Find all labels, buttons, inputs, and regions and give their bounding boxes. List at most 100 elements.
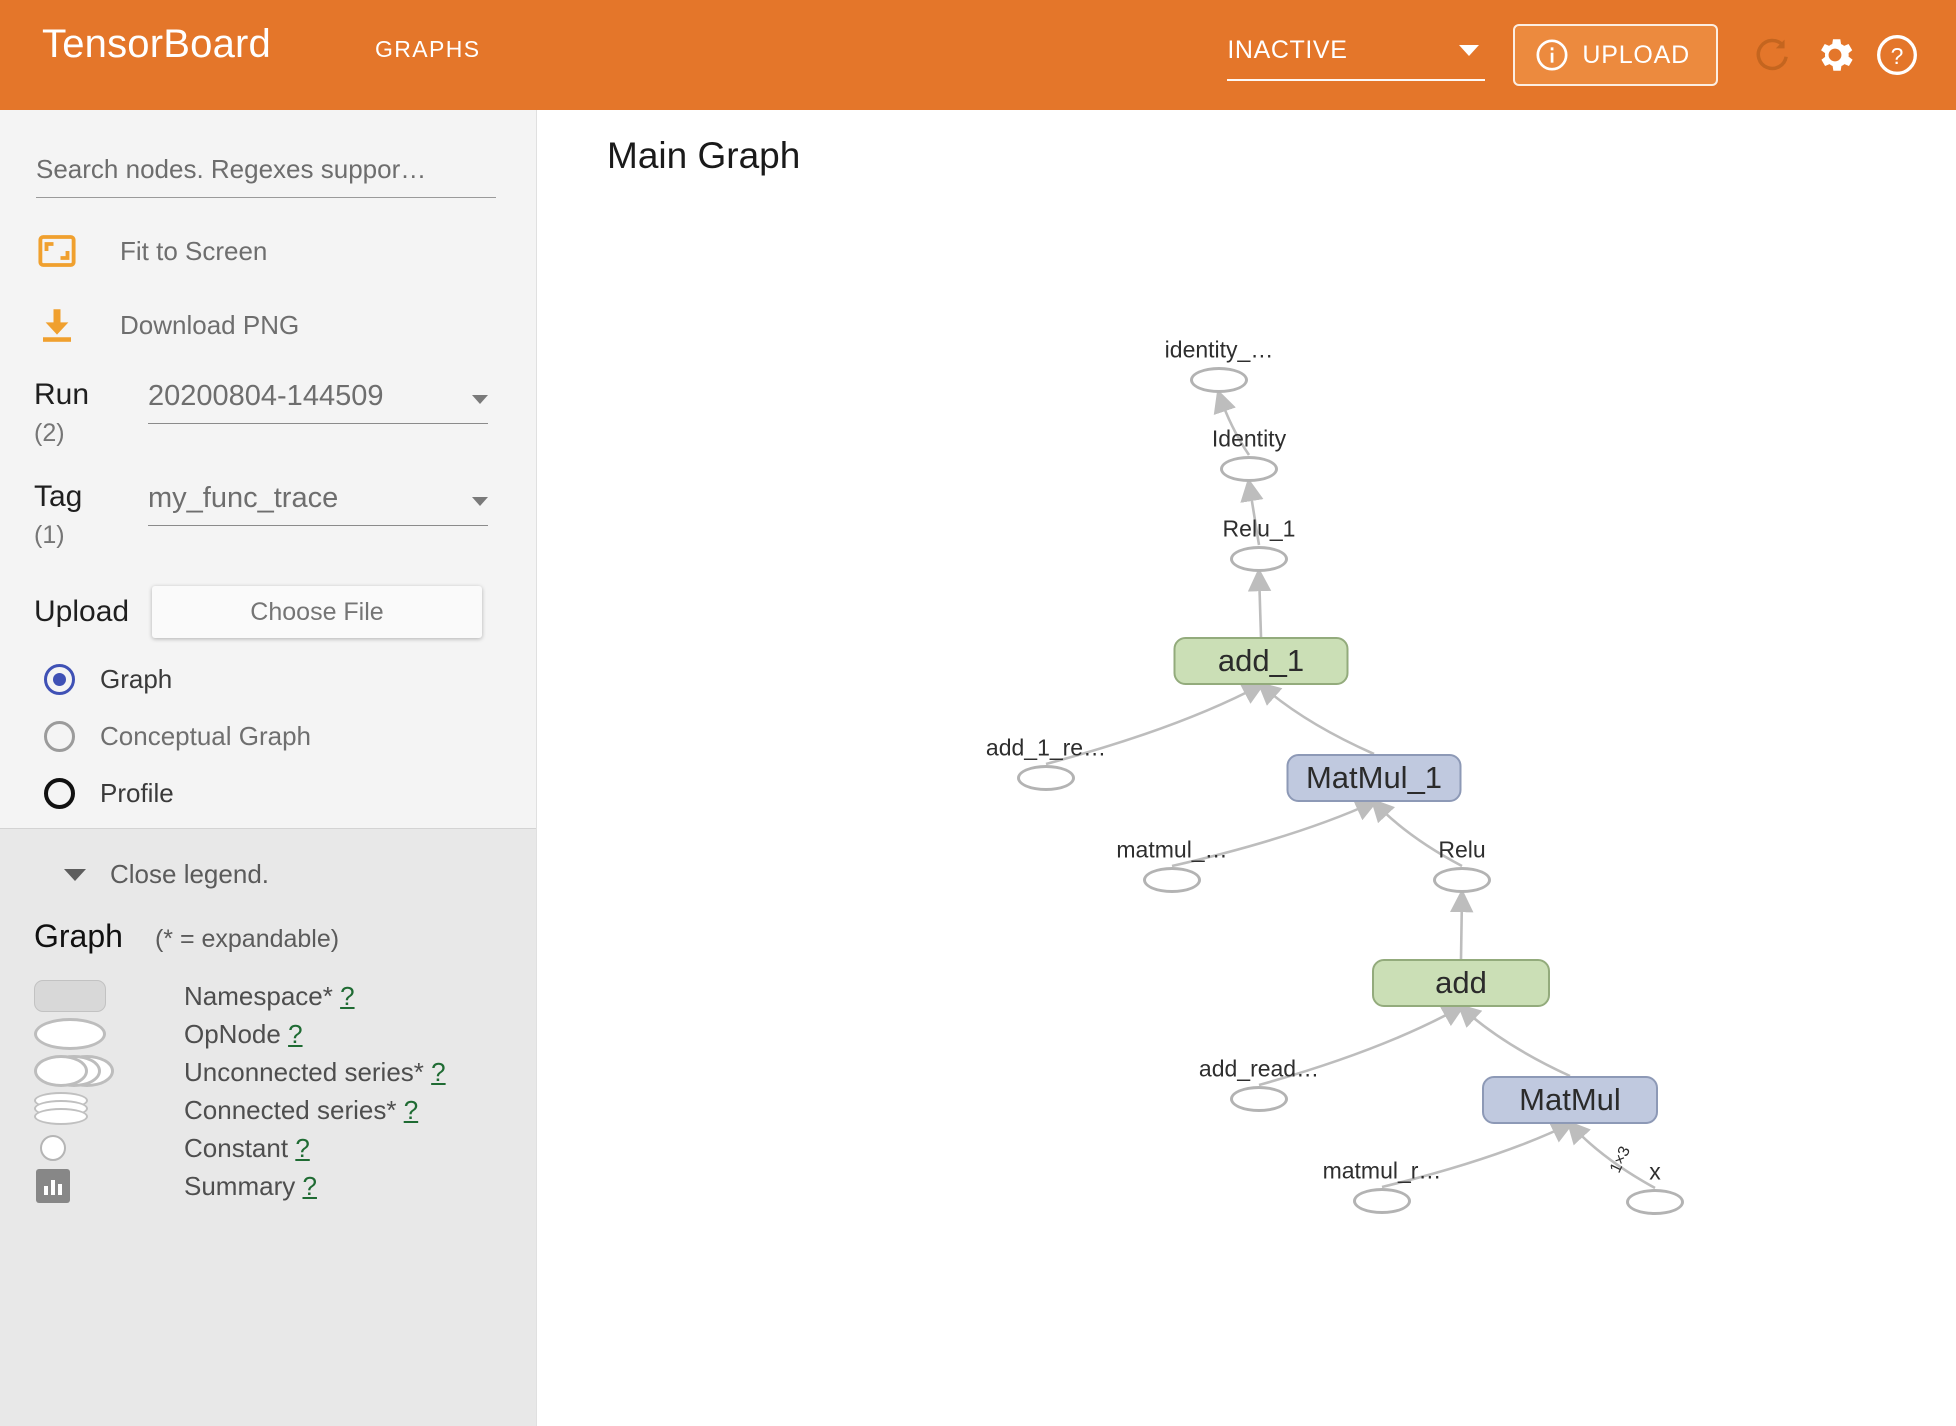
- graph-edge-x-to-MatMul: [1566, 1120, 1656, 1190]
- close-legend-button[interactable]: Close legend.: [40, 859, 536, 890]
- graph-node-label-matmul_read: matmul_r…: [1322, 1157, 1442, 1184]
- legend-item-summary: Summary ?: [34, 1167, 536, 1205]
- graph-node-add_1_read[interactable]: [1017, 765, 1075, 791]
- graph-node-add[interactable]: add: [1372, 959, 1550, 1007]
- unconnected-series-swatch-icon: [34, 1055, 124, 1089]
- radio-conceptual-graph[interactable]: Conceptual Graph: [44, 721, 536, 752]
- run-value: 20200804-144509: [148, 380, 384, 412]
- header-tabs: GRAPHS: [357, 30, 499, 146]
- tag-selector-row: Tag (1) my_func_trace: [34, 482, 536, 550]
- run-status-dropdown[interactable]: INACTIVE: [1227, 35, 1486, 81]
- sidebar: Fit to Screen Download PNG Run (2) 20200…: [0, 110, 537, 1426]
- graph-node-label-Identity: Identity: [1211, 425, 1287, 452]
- graph-edge-MatMul-to-add: [1457, 1003, 1571, 1078]
- upload-button[interactable]: UPLOAD: [1513, 24, 1718, 86]
- run-selector-row: Run (2) 20200804-144509: [34, 380, 536, 448]
- refresh-icon: [1756, 38, 1788, 71]
- app-header: TensorBoard GRAPHS INACTIVE UPLOAD: [0, 0, 1956, 146]
- graph-edges: [1045, 389, 1656, 1190]
- legend-item-connected-series: Connected series* ?: [34, 1091, 536, 1129]
- download-icon: [43, 309, 71, 342]
- radio-profile-label: Profile: [100, 778, 174, 808]
- graph-node-add_1[interactable]: add_1: [1173, 637, 1349, 685]
- radio-profile[interactable]: Profile: [44, 778, 536, 809]
- help-link[interactable]: ?: [431, 1056, 446, 1087]
- chevron-down-icon: [1459, 44, 1480, 56]
- help-link[interactable]: ?: [288, 1018, 303, 1049]
- search-input[interactable]: [36, 150, 496, 198]
- close-legend-label: Close legend.: [110, 859, 269, 889]
- upload-button-label: UPLOAD: [1582, 40, 1690, 69]
- fit-to-screen-button[interactable]: Fit to Screen: [36, 230, 536, 272]
- legend-item-label: Summary ?: [184, 1170, 317, 1201]
- graph-node-identity_out[interactable]: [1190, 367, 1248, 393]
- legend-title: Graph: [34, 918, 123, 954]
- info-icon: [1536, 39, 1568, 71]
- constant-swatch-icon: [34, 1135, 124, 1161]
- namespace-swatch-icon: [34, 980, 124, 1012]
- page-title: Main Graph: [607, 135, 801, 176]
- graph-edge-add-to-Relu: [1450, 888, 1474, 960]
- radio-conceptual-graph-label: Conceptual Graph: [100, 721, 312, 751]
- help-icon: ?: [1877, 35, 1917, 75]
- graph-node-x[interactable]: [1626, 1189, 1684, 1215]
- tag-value: my_func_trace: [148, 482, 339, 514]
- search-container: [36, 150, 500, 198]
- run-dropdown[interactable]: 20200804-144509: [148, 380, 488, 424]
- help-link[interactable]: ?: [302, 1170, 317, 1201]
- run-status-label: INACTIVE: [1227, 35, 1348, 64]
- graph-node-matmul_read_1[interactable]: [1143, 867, 1201, 893]
- tag-dropdown[interactable]: my_func_trace: [148, 482, 488, 526]
- header-actions: INACTIVE UPLOAD: [1227, 0, 1928, 110]
- graph-node-Relu[interactable]: [1433, 867, 1491, 893]
- legend-item-namespace: Namespace* ?: [34, 977, 536, 1015]
- graph-edge-MatMul_1-to-add_1: [1257, 681, 1375, 756]
- download-png-button[interactable]: Download PNG: [36, 304, 536, 346]
- graph-node-label-identity_out: identity_…: [1164, 336, 1274, 363]
- radio-graph[interactable]: Graph: [44, 664, 536, 695]
- upload-row: Upload Choose File: [34, 586, 536, 638]
- graph-node-Relu_1[interactable]: [1230, 546, 1288, 572]
- graph-node-add_read[interactable]: [1230, 1086, 1288, 1112]
- chevron-down-icon: [472, 497, 488, 506]
- run-count: (2): [34, 419, 65, 447]
- app-brand: TensorBoard: [42, 22, 271, 66]
- graph-node-Identity[interactable]: [1220, 456, 1278, 482]
- legend-item-label: Unconnected series* ?: [184, 1056, 446, 1087]
- tag-label: Tag: [34, 480, 83, 513]
- graph-node-MatMul_1[interactable]: MatMul_1: [1286, 754, 1462, 802]
- summary-swatch-icon: [34, 1169, 124, 1203]
- gear-icon: [1821, 39, 1853, 71]
- upload-label: Upload: [34, 595, 130, 628]
- legend-item-constant: Constant ?: [34, 1129, 536, 1167]
- graph-node-MatMul[interactable]: MatMul: [1482, 1076, 1658, 1124]
- graph-node-label-Relu_1: Relu_1: [1222, 515, 1296, 542]
- help-link[interactable]: ?: [403, 1094, 419, 1125]
- radio-conceptual-graph-indicator: [44, 721, 75, 752]
- svg-text:?: ?: [1891, 43, 1904, 69]
- radio-graph-indicator: [44, 664, 75, 695]
- help-link[interactable]: ?: [340, 980, 355, 1011]
- tag-count: (1): [34, 521, 65, 549]
- help-link[interactable]: ?: [295, 1132, 310, 1163]
- graph-node-matmul_read[interactable]: [1353, 1188, 1411, 1214]
- chevron-down-icon: [64, 868, 86, 881]
- refresh-button[interactable]: [1742, 24, 1804, 86]
- legend-item-unconnected-series: Unconnected series* ?: [34, 1053, 536, 1091]
- tab-graphs[interactable]: GRAPHS: [357, 30, 499, 146]
- graph-node-label-Relu: Relu: [1438, 836, 1486, 863]
- graph-edge-add_1_read-to-add_1: [1045, 682, 1266, 766]
- fit-to-screen-label: Fit to Screen: [120, 235, 268, 266]
- graph-edge-matmul_read_1-to-MatMul_1: [1171, 798, 1379, 868]
- graph-edge-Identity-to-identity_out: [1213, 389, 1251, 456]
- choose-file-button[interactable]: Choose File: [152, 586, 482, 638]
- help-button[interactable]: ?: [1866, 24, 1928, 86]
- graph-edge-label: 1×3: [1606, 1143, 1634, 1176]
- download-png-label: Download PNG: [120, 309, 300, 340]
- graph-edge-add_1-to-Relu_1: [1247, 567, 1272, 638]
- legend-panel: Close legend. Graph (* = expandable) Nam…: [0, 828, 536, 1426]
- legend-item-label: Connected series* ?: [184, 1094, 419, 1125]
- settings-button[interactable]: [1804, 24, 1866, 86]
- legend-expandable-note: (* = expandable): [154, 925, 340, 953]
